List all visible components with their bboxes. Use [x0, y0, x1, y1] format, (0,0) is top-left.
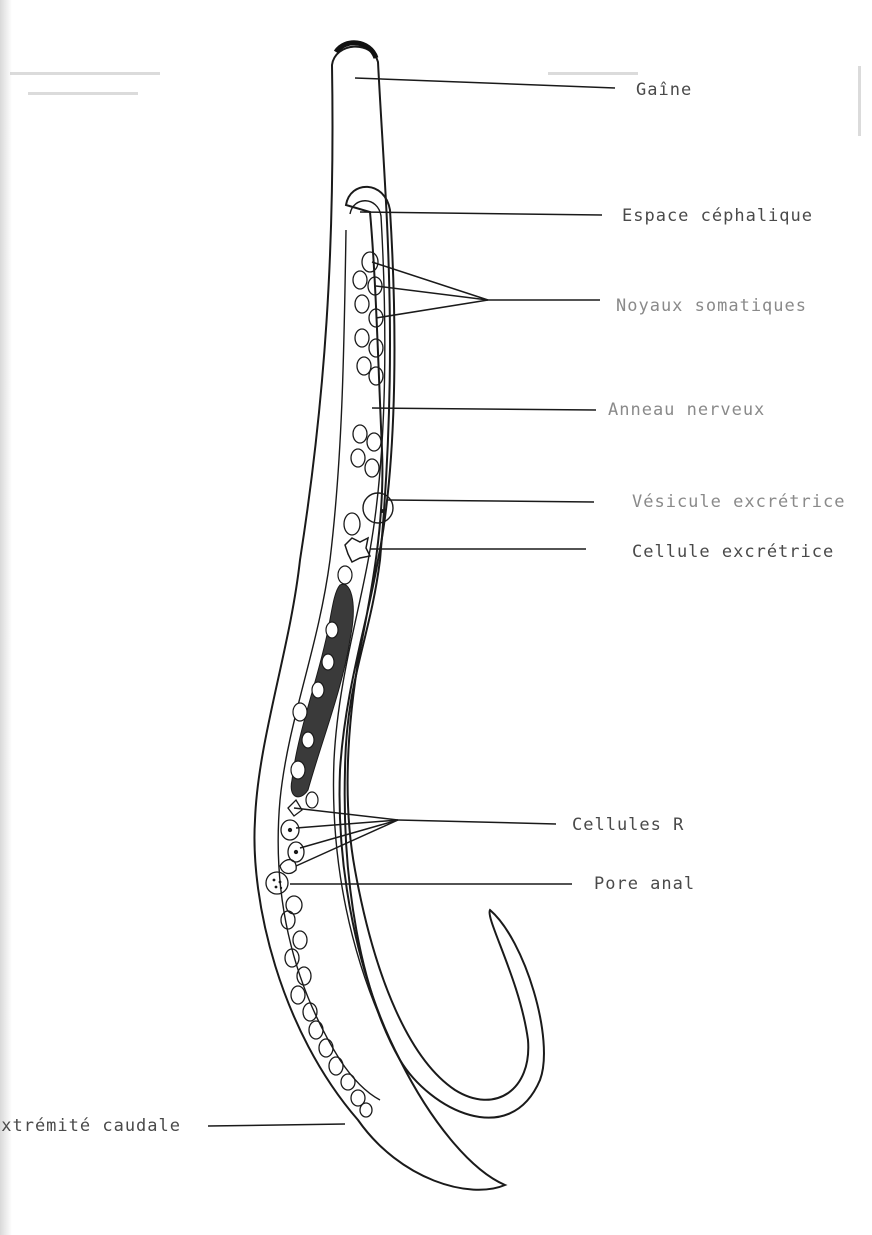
leader-extremite-caudale — [208, 1124, 345, 1126]
label-pore-anal: Pore anal — [594, 874, 695, 894]
leader-vesicule — [388, 500, 594, 502]
leader-cellules-r-main — [398, 820, 556, 824]
r-cells — [280, 800, 304, 873]
leader-cellules-r-1 — [294, 808, 398, 820]
label-cellules-r: Cellules R — [572, 815, 684, 835]
anal-pore — [266, 872, 288, 894]
label-anneau-nerveux: Anneau nerveux — [608, 400, 765, 420]
larva-body-outline — [340, 187, 544, 1118]
label-vesicule-excretrice: Vésicule excrétrice — [632, 492, 845, 512]
label-espace-cephalique: Espace céphalique — [622, 206, 813, 226]
leader-lines — [208, 78, 615, 1126]
leader-anneau-nerveux — [372, 408, 596, 410]
leader-gaine — [355, 78, 615, 88]
label-noyaux-somatiques: Noyaux somatiques — [616, 296, 807, 316]
nucleus — [344, 513, 360, 535]
excretory-cell — [345, 538, 370, 562]
label-cellule-excretrice: Cellule excrétrice — [632, 542, 834, 562]
excretory-vesicle-dot — [380, 509, 384, 513]
label-gaine: Gaîne — [636, 80, 692, 100]
leader-noyaux-3 — [376, 300, 488, 318]
label-extremite-caudale: Extrémité caudale — [0, 1116, 181, 1136]
leader-espace-cephalique — [360, 212, 602, 215]
